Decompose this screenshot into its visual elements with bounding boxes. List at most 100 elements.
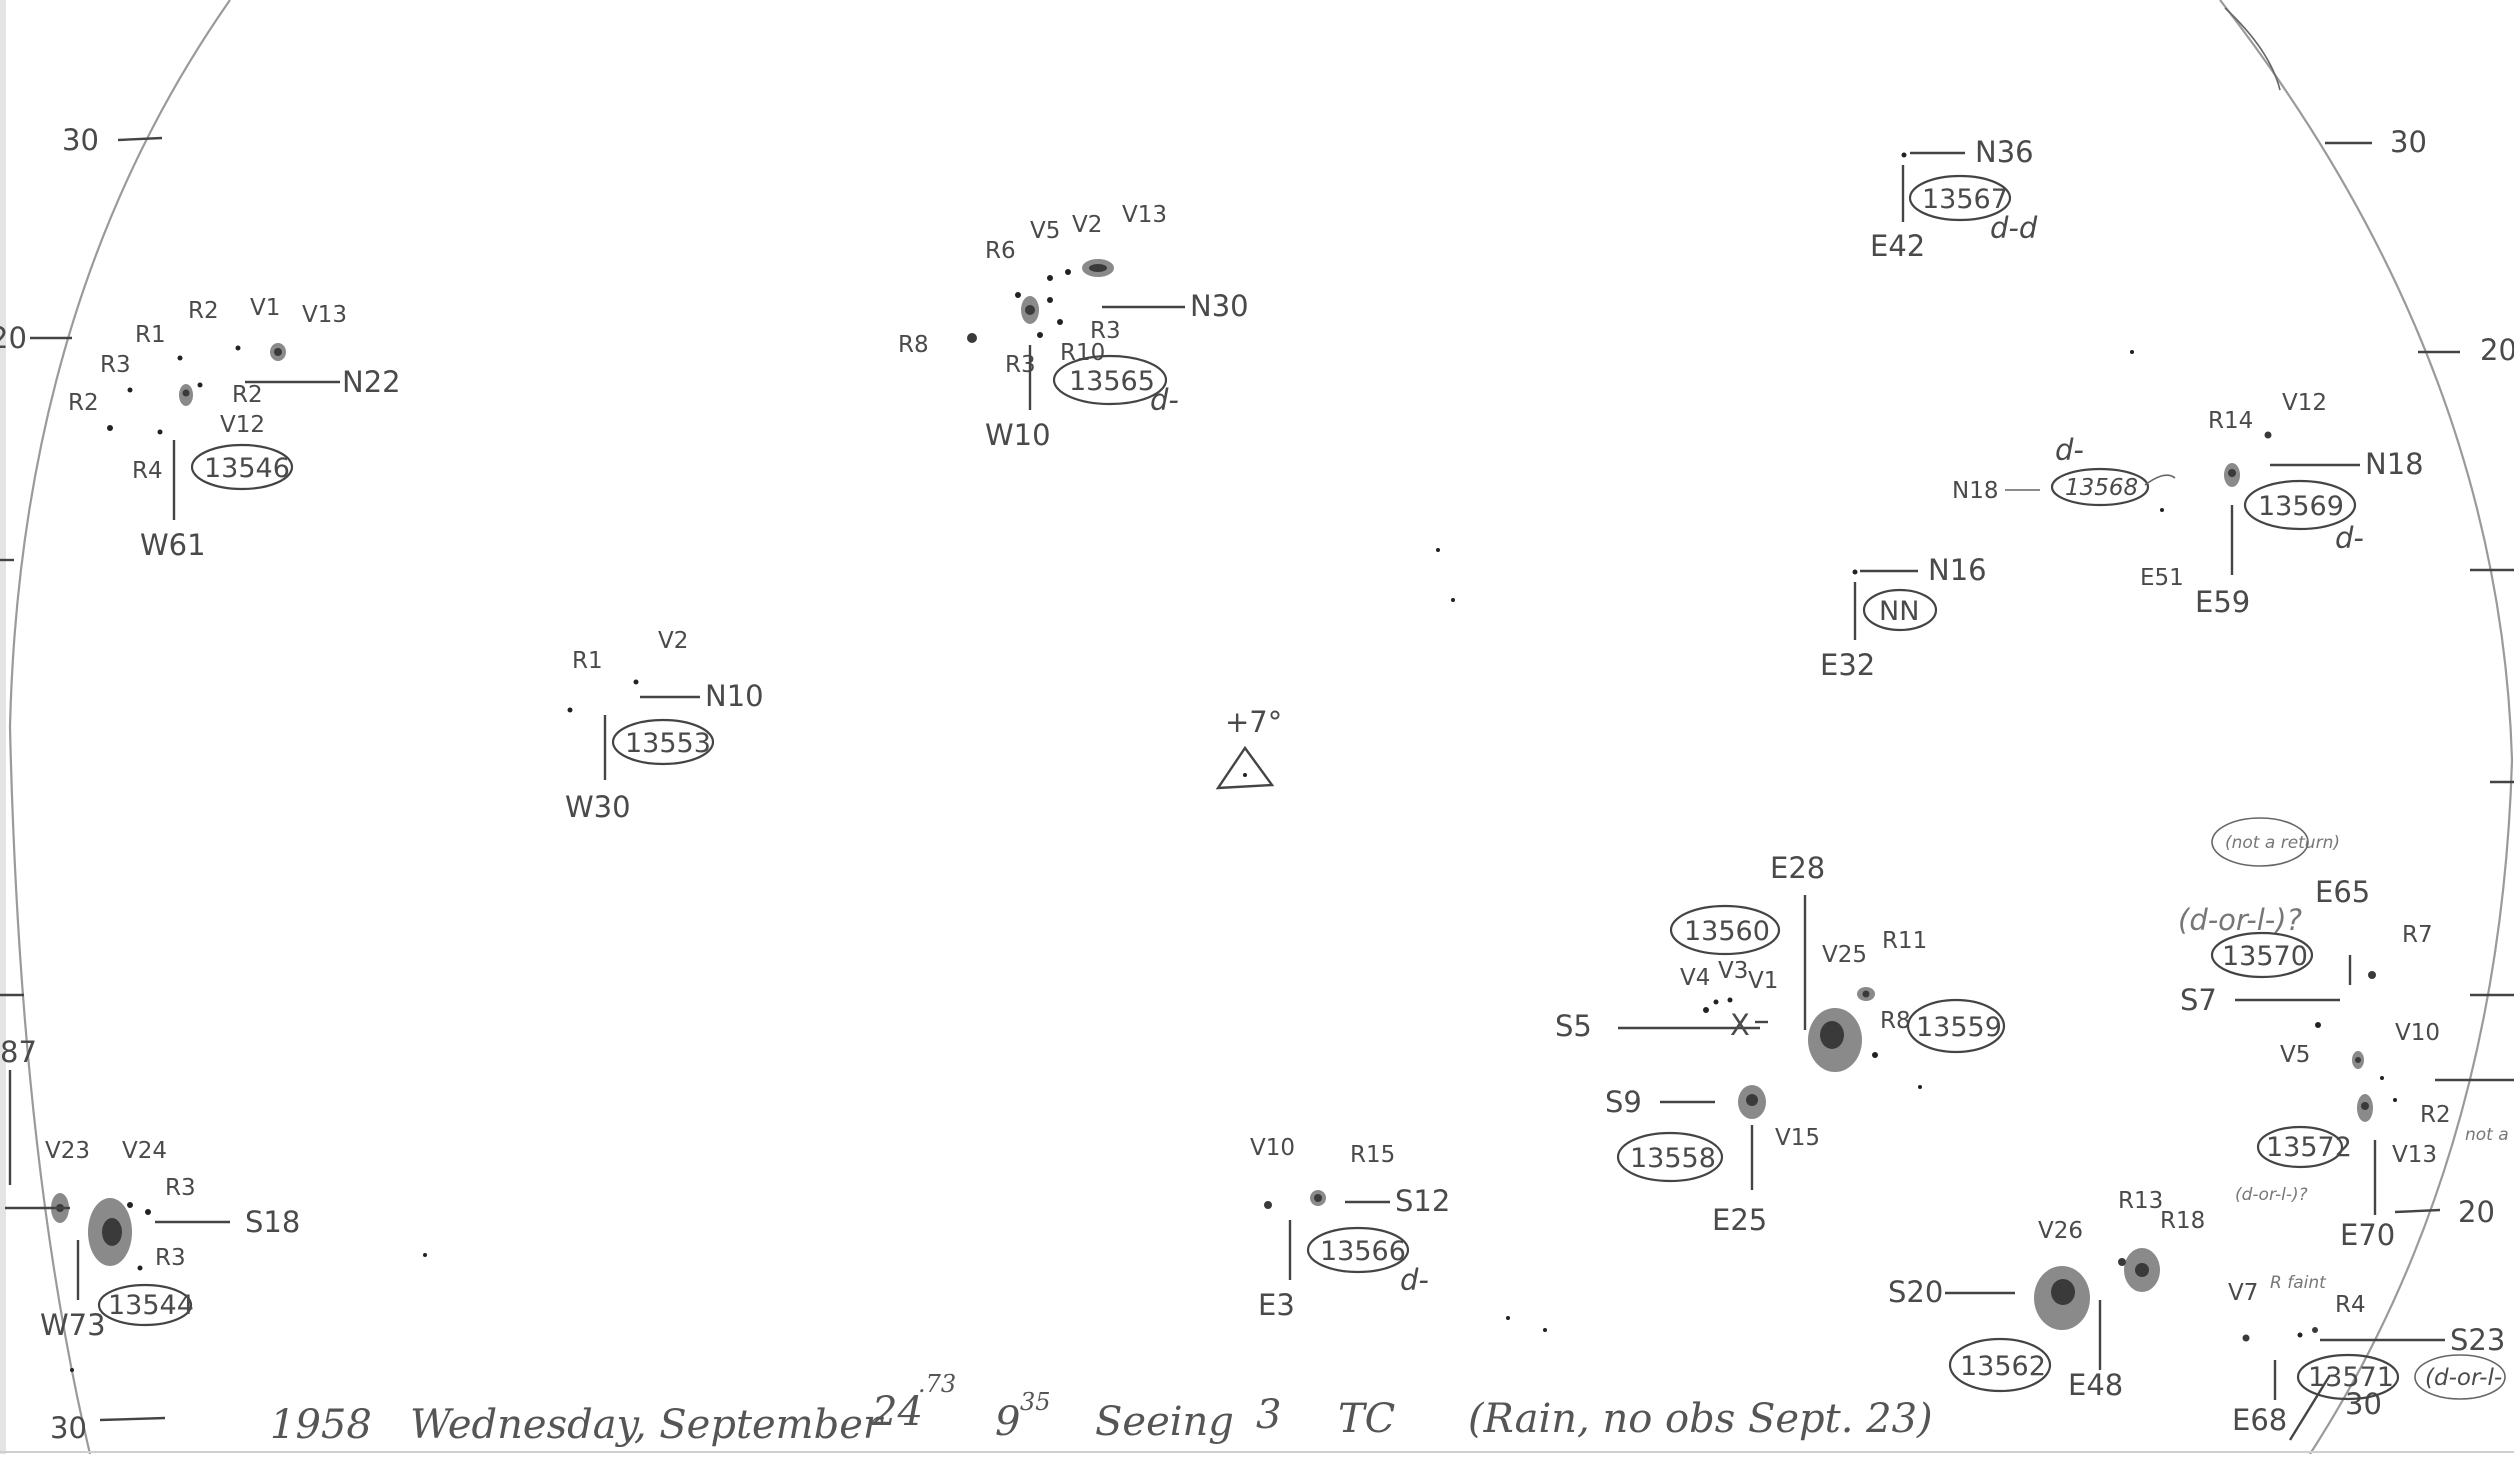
region-13568-number: 13568 xyxy=(2065,475,2138,501)
region-13572-lon: E70 xyxy=(2340,1218,2395,1252)
region-13558: S9 V15 13558 E25 xyxy=(1605,1085,1820,1237)
region-13544-lat: S18 xyxy=(245,1205,300,1239)
caption-date: 24 xyxy=(871,1389,923,1435)
region-13570-number: 13570 xyxy=(2222,941,2308,972)
region-13571-number: 13571 xyxy=(2308,1362,2394,1393)
region-13560-lat: S5 xyxy=(1555,1009,1592,1043)
region-13559: V25 R11 R8 13559 xyxy=(1808,928,2006,1089)
paper-edge xyxy=(0,0,6,1454)
region-13571-lat: S23 xyxy=(2450,1323,2505,1357)
region-13544-number: 13544 xyxy=(108,1290,194,1321)
region-nn-lon: E32 xyxy=(1820,648,1875,682)
region-13566: V10 R15 S12 13566 d- E3 xyxy=(1250,1135,1547,1332)
limb-tick-mark xyxy=(2224,7,2281,91)
svg-text:R1: R1 xyxy=(135,322,166,348)
svg-text:R2: R2 xyxy=(232,382,263,408)
region-13562: V26 R13 R18 S20 13562 E48 xyxy=(1888,1188,2205,1402)
svg-text:R7: R7 xyxy=(2402,922,2433,948)
region-13571-lon: E68 xyxy=(2232,1403,2287,1437)
region-13568-lon: E51 xyxy=(2140,565,2184,591)
region-13565-class: d- xyxy=(1150,383,1179,417)
svg-text:V4: V4 xyxy=(1680,965,1710,991)
region-13569: R14 V12 N18 13569 d- E59 xyxy=(2195,390,2424,619)
svg-text:V2: V2 xyxy=(1072,212,1102,238)
region-13570-lon: E65 xyxy=(2315,875,2370,909)
svg-text:V2: V2 xyxy=(658,628,688,654)
region-13570: (not a return) (d-or-l-)? E65 13570 R7 S… xyxy=(2178,817,2433,1017)
svg-text:R8: R8 xyxy=(898,332,929,358)
tick-label-right-30-bottom: 30 xyxy=(2345,1387,2382,1421)
solar-limb-left xyxy=(8,0,231,1455)
region-13571: V7 R faint R4 S23 13571 (d-or-l- E68 xyxy=(2228,1273,2506,1437)
caption-time-minutes: 35 xyxy=(1020,1388,1051,1416)
region-13546-lat: N22 xyxy=(342,365,401,399)
svg-text:R faint: R faint xyxy=(2270,1273,2327,1293)
region-13562-lat: S20 xyxy=(1888,1275,1943,1309)
svg-text:V12: V12 xyxy=(2282,390,2327,416)
region-13568-lat: N18 xyxy=(1952,478,1998,504)
svg-text:R15: R15 xyxy=(1350,1142,1395,1168)
scale-left: 30 20 87 30 xyxy=(0,123,166,1445)
svg-text:R6: R6 xyxy=(985,238,1016,264)
svg-text:V15: V15 xyxy=(1775,1125,1820,1151)
region-13558-lat: S9 xyxy=(1605,1085,1642,1119)
region-13559-number: 13559 xyxy=(1916,1012,2002,1043)
region-13570-class: (d-or-l-)? xyxy=(2178,903,2302,937)
svg-text:R2: R2 xyxy=(68,390,99,416)
svg-text:R3: R3 xyxy=(155,1245,186,1271)
region-13566-number: 13566 xyxy=(1320,1236,1406,1267)
svg-text:V5: V5 xyxy=(1030,218,1060,244)
crosshair-marker: X xyxy=(1730,1008,1750,1042)
region-13570-note: (not a return) xyxy=(2225,833,2340,853)
svg-text:R13: R13 xyxy=(2118,1188,2163,1214)
region-nn-number: NN xyxy=(1879,596,1919,627)
region-13565: R6 V5 V2 V13 R8 R3 R10 R3 N30 13565 d- W… xyxy=(898,202,1249,452)
region-13565-lat: N30 xyxy=(1190,289,1249,323)
svg-text:V7: V7 xyxy=(2228,1280,2258,1306)
region-13546-number: 13546 xyxy=(204,453,290,484)
svg-text:V12: V12 xyxy=(220,412,265,438)
region-13565-number: 13565 xyxy=(1069,366,1155,397)
svg-text:R3: R3 xyxy=(1090,318,1121,344)
svg-text:V13: V13 xyxy=(2392,1142,2437,1168)
solar-limb-right xyxy=(2219,0,2514,1455)
tick-label-left-20: 20 xyxy=(0,321,27,355)
region-13566-lon: E3 xyxy=(1258,1288,1295,1322)
svg-text:V23: V23 xyxy=(45,1138,90,1164)
caption-seeing-value: 3 xyxy=(1256,1392,1281,1438)
tick-label-right-20-lower: 20 xyxy=(2458,1195,2495,1229)
region-13566-class: d- xyxy=(1400,1263,1429,1297)
region-13558-lon: E25 xyxy=(1712,1203,1767,1237)
region-13572-number: 13572 xyxy=(2266,1132,2352,1163)
caption-observer: TC xyxy=(1338,1396,1395,1442)
svg-text:V25: V25 xyxy=(1822,942,1867,968)
region-13567-lat: N36 xyxy=(1975,135,2034,169)
region-nn: N16 NN E32 xyxy=(1820,553,1987,682)
svg-text:R2: R2 xyxy=(2420,1102,2451,1128)
svg-text:R10: R10 xyxy=(1060,340,1105,366)
svg-text:V13: V13 xyxy=(1122,202,1167,228)
region-13546-lon: W61 xyxy=(140,528,206,562)
region-13566-lat: S12 xyxy=(1395,1184,1450,1218)
region-13565-lon: W10 xyxy=(985,418,1051,452)
svg-text:R11: R11 xyxy=(1882,928,1927,954)
svg-text:R8: R8 xyxy=(1880,1008,1911,1034)
svg-text:V26: V26 xyxy=(2038,1218,2083,1244)
region-13567-number: 13567 xyxy=(1922,184,2008,215)
svg-text:V13: V13 xyxy=(302,302,347,328)
region-13544: V23 V24 R3 R3 S18 13544 W73 xyxy=(5,1138,427,1372)
caption-year: 1958 xyxy=(270,1402,372,1448)
tick-label-left-30-bottom: 30 xyxy=(50,1411,87,1445)
tick-label-right-20: 20 xyxy=(2480,333,2514,367)
region-13572-class: (d-or-l-)? xyxy=(2235,1185,2308,1205)
region-13569-lat: N18 xyxy=(2365,447,2424,481)
svg-text:R2: R2 xyxy=(188,298,219,324)
region-13567: N36 13567 d-d E42 xyxy=(1870,135,2038,263)
svg-text:R1: R1 xyxy=(572,648,603,674)
tick-label-right-30-top: 30 xyxy=(2390,125,2427,159)
region-13558-number: 13558 xyxy=(1630,1143,1716,1174)
disk-center: +7° xyxy=(1215,548,1455,790)
region-nn-lat: N16 xyxy=(1928,553,1987,587)
